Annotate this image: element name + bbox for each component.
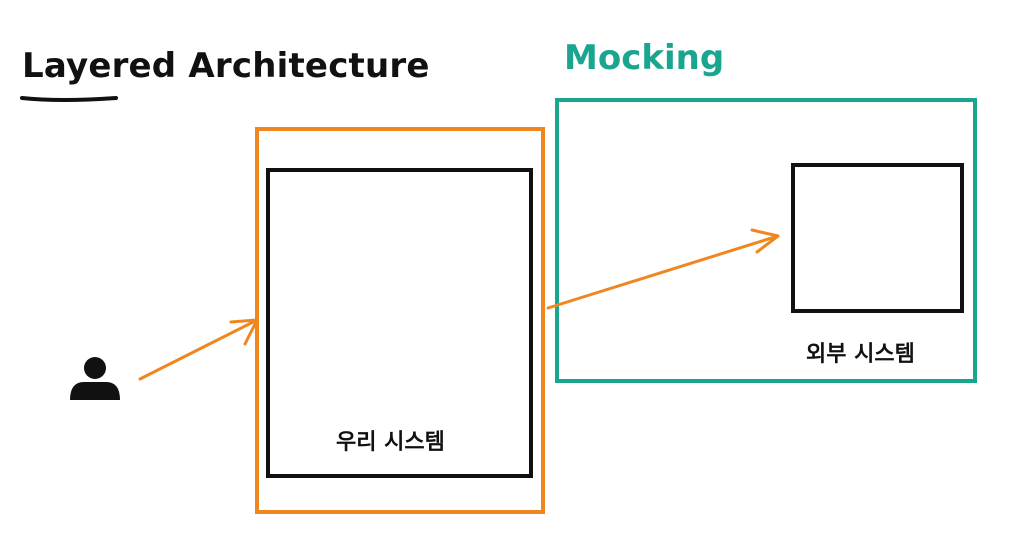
mocking-boundary bbox=[555, 98, 977, 383]
external-system-label: 외부 시스템 bbox=[806, 342, 915, 367]
user-icon bbox=[70, 357, 120, 400]
title-underline bbox=[20, 96, 118, 102]
arrow-system-to-external bbox=[546, 228, 780, 310]
mocking-title: Mocking bbox=[564, 38, 725, 78]
our-system-box bbox=[266, 168, 533, 478]
our-system-label: 우리 시스템 bbox=[336, 430, 445, 455]
external-system-box bbox=[791, 163, 964, 313]
layered-architecture-title: Layered Architecture bbox=[22, 46, 430, 86]
arrow-user-to-system bbox=[138, 318, 259, 381]
